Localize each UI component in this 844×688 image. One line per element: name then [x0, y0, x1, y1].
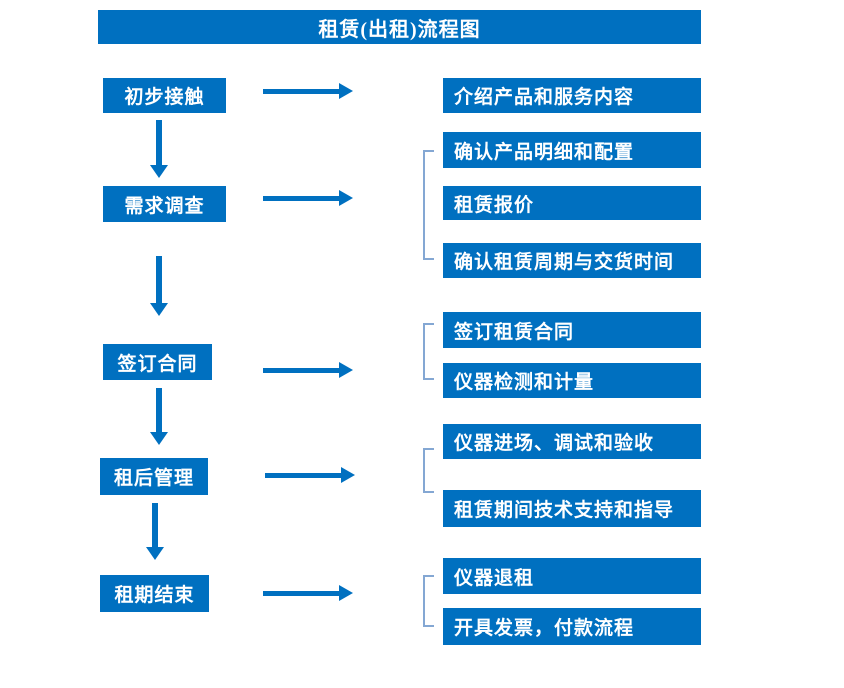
arrow-head [150, 432, 168, 445]
detail-box-confirm-product-details: 确认产品明细和配置 [443, 132, 701, 168]
arrow-head [339, 190, 353, 206]
arrow-head [339, 83, 353, 99]
detail-box-confirm-period-delivery: 确认租赁周期与交货时间 [443, 243, 701, 278]
step-box-rental-end: 租期结束 [100, 575, 209, 612]
arrow-shaft [263, 590, 339, 596]
detail-box-technical-support: 租赁期间技术支持和指导 [443, 490, 701, 527]
arrow-head [150, 165, 168, 178]
arrow-head [150, 303, 168, 316]
down-arrow-icon [146, 503, 164, 560]
arrow-head [146, 547, 164, 560]
detail-box-instrument-setup-acceptance: 仪器进场、调试和验收 [443, 424, 701, 459]
arrow-shaft [152, 503, 158, 547]
step-box-post-rental-management: 租后管理 [100, 458, 208, 495]
detail-box-instrument-inspection: 仪器检测和计量 [443, 363, 701, 398]
right-arrow-icon [265, 467, 355, 483]
detail-box-rental-quotation: 租赁报价 [443, 186, 701, 220]
down-arrow-icon [150, 256, 168, 316]
down-arrow-icon [150, 120, 168, 178]
detail-box-sign-rental-contract: 签订租赁合同 [443, 312, 701, 348]
group-bracket-icon [423, 150, 434, 260]
step-box-initial-contact: 初步接触 [103, 78, 226, 113]
right-arrow-icon [263, 190, 353, 206]
group-bracket-icon [423, 575, 434, 627]
arrow-head [339, 362, 353, 378]
arrow-shaft [263, 367, 339, 373]
arrow-shaft [263, 88, 339, 94]
arrow-shaft [156, 256, 162, 303]
step-box-sign-contract: 签订合同 [103, 344, 212, 380]
arrow-head [341, 467, 355, 483]
down-arrow-icon [150, 388, 168, 445]
arrow-shaft [263, 195, 339, 201]
arrow-shaft [265, 472, 341, 478]
arrow-shaft [156, 120, 162, 165]
right-arrow-icon [263, 585, 353, 601]
flowchart-title: 租赁(出租)流程图 [98, 10, 701, 44]
right-arrow-icon [263, 83, 353, 99]
arrow-head [339, 585, 353, 601]
group-bracket-icon [423, 448, 434, 493]
arrow-shaft [156, 388, 162, 432]
right-arrow-icon [263, 362, 353, 378]
detail-box-invoice-payment: 开具发票，付款流程 [443, 608, 701, 645]
group-bracket-icon [423, 323, 434, 380]
detail-box-instrument-return: 仪器退租 [443, 558, 701, 594]
detail-box-introduce-products: 介绍产品和服务内容 [443, 78, 701, 113]
step-box-demand-survey: 需求调查 [103, 186, 226, 222]
